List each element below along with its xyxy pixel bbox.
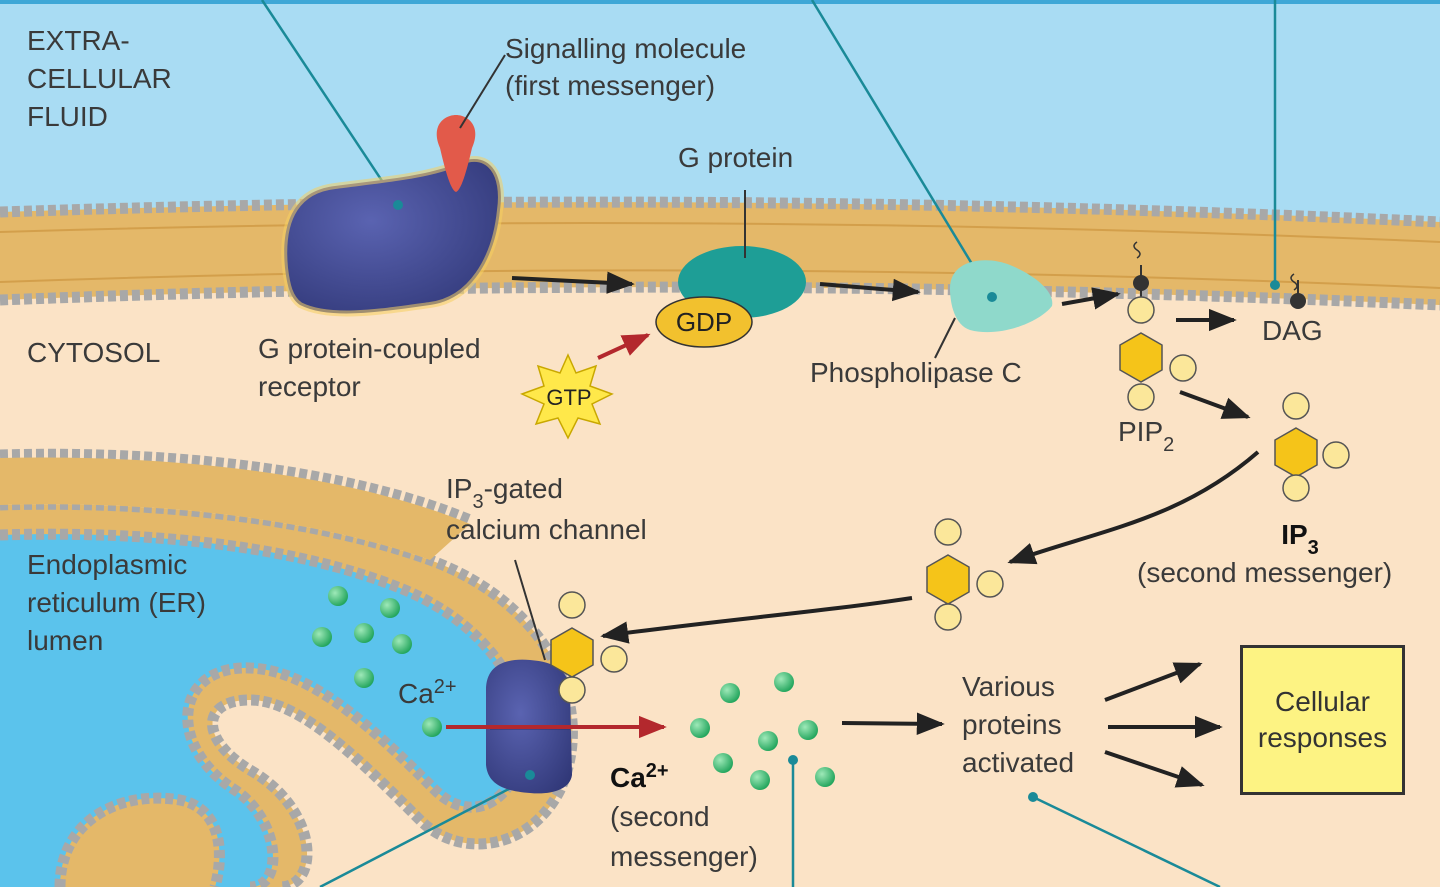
- calcium-lumen-label: Ca2+: [398, 676, 457, 709]
- cellular-responses-label: Cellular responses: [1257, 686, 1388, 753]
- calcium-second-messenger-label: (second messenger): [610, 801, 758, 872]
- gtp-label: GTP: [546, 385, 592, 410]
- callout-lines: [260, 0, 1277, 887]
- g-protein-label: G protein: [678, 142, 794, 173]
- gdp-icon: [655, 296, 753, 348]
- er-lumen-label: Endoplasmic reticulum (ER) lumen: [27, 549, 206, 656]
- gtp-icon: [520, 353, 614, 440]
- gdp-label: GDP: [675, 307, 733, 337]
- gpcr-label: G protein-coupled receptor: [258, 333, 481, 402]
- dag-label: DAG: [1262, 315, 1323, 346]
- phospholipase-c-label: Phospholipase C: [810, 357, 1022, 388]
- ip3-label: IP3: [1281, 519, 1319, 559]
- phospholipase-c-icon: [950, 260, 1053, 333]
- ip3-molecule-icon: [1274, 392, 1350, 502]
- extracellular-fluid-label: EXTRA- CELLULAR FLUID: [27, 25, 172, 132]
- various-proteins-label: Various proteins activated: [962, 671, 1075, 778]
- cellular-responses-box: Cellular responses: [1240, 645, 1405, 795]
- ip3-gated-calcium-channel-icon: [486, 559, 628, 794]
- pip2-molecule-icon: [1119, 241, 1197, 411]
- endoplasmic-reticulum: [0, 448, 578, 887]
- signalling-molecule-label: Signalling molecule (first messenger): [505, 33, 747, 101]
- ip3-molecule-middle-icon: [926, 518, 1004, 631]
- calcium-cytosol-label: Ca2+: [610, 760, 669, 793]
- dag-icon: [1270, 273, 1306, 309]
- g-protein-coupled-receptor: [281, 156, 504, 317]
- ip3-gated-channel-label: IP3-gated calcium channel: [446, 473, 647, 545]
- signalling-molecule-icon: [436, 115, 476, 192]
- ip3-second-messenger-label: (second messenger): [1137, 557, 1393, 588]
- calcium-ions-cytosol: [690, 672, 835, 790]
- cytosol-label: CYTOSOL: [27, 337, 161, 368]
- calcium-ions-lumen: [312, 586, 442, 737]
- pip2-label: PIP2: [1118, 416, 1175, 456]
